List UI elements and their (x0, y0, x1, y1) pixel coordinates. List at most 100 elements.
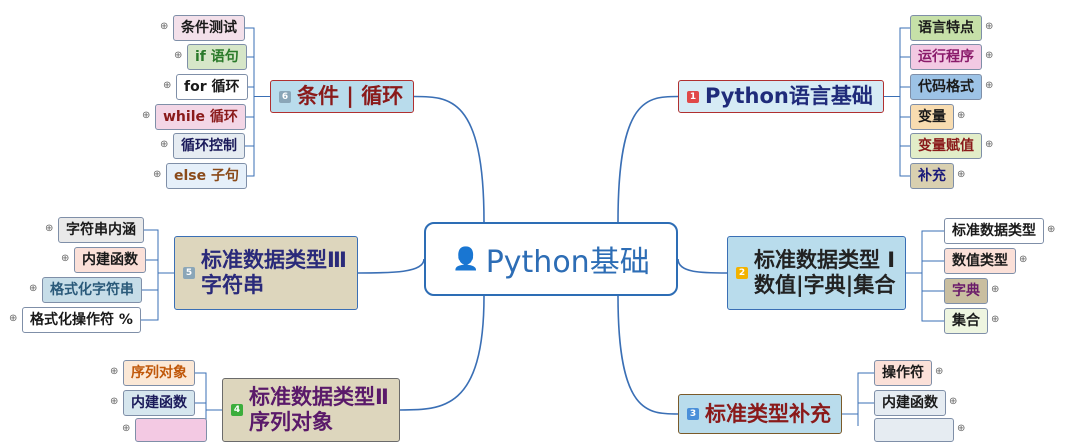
topic-standard-types-1[interactable]: 2 标准数据类型 I 数值|字典|集合 (727, 236, 907, 310)
topic-line: 标准数据类型Ⅲ (201, 248, 347, 272)
topic-connector (413, 95, 485, 223)
leaf-connector (921, 273, 944, 322)
number-badge-4: 4 (231, 404, 243, 416)
leaf-connector (195, 402, 207, 410)
leaf-connector (247, 96, 255, 177)
leaf-connector (899, 96, 910, 147)
topic-connector (677, 258, 728, 274)
leaf-run-program[interactable]: 运行程序 (910, 44, 982, 70)
expand-icon[interactable]: ⊕ (1019, 254, 1028, 265)
leaf-variable[interactable]: 变量 (910, 104, 954, 130)
number-badge-1: 1 (687, 90, 699, 103)
expand-icon[interactable]: ⊕ (9, 313, 18, 324)
leaf-string-content[interactable]: 字符串内涵 (58, 217, 144, 243)
leaf-connector (146, 259, 159, 273)
topic-line: 标准类型补充 (705, 401, 831, 426)
leaf-connector (899, 27, 910, 97)
leaf-connector (899, 56, 910, 97)
leaf-set[interactable]: 集合 (944, 308, 988, 334)
leaf-code-format[interactable]: 代码格式 (910, 74, 982, 100)
person-icon: 👤 (452, 246, 480, 272)
topic-line: 条件 | 循环 (297, 84, 404, 108)
expand-icon[interactable]: ⊕ (949, 396, 958, 407)
expand-icon[interactable]: ⊕ (45, 223, 54, 234)
leaf-connector (247, 56, 255, 97)
leaf-else-clause[interactable]: else 子句 (166, 163, 247, 189)
expand-icon[interactable]: ⊕ (153, 169, 162, 180)
topic-connector (357, 258, 425, 274)
leaf-connector (141, 273, 159, 321)
expand-icon[interactable]: ⊕ (957, 169, 966, 180)
topic-python-basics[interactable]: 1 Python语言基础 (678, 80, 884, 113)
leaf-format-operator[interactable]: 格式化操作符 % (22, 307, 141, 333)
leaf-connector (921, 273, 944, 292)
topic-line: 序列对象 (249, 410, 333, 434)
expand-icon[interactable]: ⊕ (61, 253, 70, 264)
topic-standard-types-2[interactable]: 4 标准数据类型Ⅱ 序列对象 (222, 378, 400, 442)
leaf-for-loop[interactable]: for 循环 (176, 74, 248, 100)
central-topic[interactable]: 👤 Python基础 (424, 222, 678, 296)
expand-icon[interactable]: ⊕ (985, 21, 994, 32)
leaf-condition-test[interactable]: 条件测试 (173, 15, 245, 41)
expand-icon[interactable]: ⊕ (985, 50, 994, 61)
topic-line: 字符串 (201, 273, 264, 297)
leaf-language-features[interactable]: 语言特点 (910, 15, 982, 41)
expand-icon[interactable]: ⊕ (160, 21, 169, 32)
leaf-operators[interactable]: 操作符 (874, 360, 932, 386)
expand-icon[interactable]: ⊕ (110, 366, 119, 377)
leaf-connector (195, 372, 207, 410)
topic-connector (617, 295, 679, 415)
leaf-variable-assign[interactable]: 变量赋值 (910, 133, 982, 159)
leaf-numeric-types[interactable]: 数值类型 (944, 248, 1016, 274)
leaf-connector (245, 96, 255, 147)
leaf-connector (921, 260, 944, 273)
leaf-connector (857, 414, 859, 426)
expand-icon[interactable]: ⊕ (935, 366, 944, 377)
expand-icon[interactable]: ⊕ (991, 284, 1000, 295)
expand-icon[interactable]: ⊕ (985, 139, 994, 150)
leaf-dict[interactable]: 字典 (944, 278, 988, 304)
leaf-connector (857, 402, 874, 414)
leaf-supplement[interactable]: 补充 (910, 163, 954, 189)
leaf-cut-off[interactable] (874, 418, 954, 442)
leaf-connector (921, 230, 944, 273)
leaf-cut-off[interactable] (135, 418, 207, 442)
leaf-connector (205, 410, 207, 426)
leaf-connector (246, 96, 255, 118)
expand-icon[interactable]: ⊕ (160, 139, 169, 150)
topic-line: Python语言基础 (705, 84, 873, 108)
leaf-format-string[interactable]: 格式化字符串 (42, 277, 142, 303)
leaf-builtin-functions[interactable]: 内建函数 (874, 390, 946, 416)
number-badge-6: 6 (279, 90, 291, 103)
expand-icon[interactable]: ⊕ (163, 80, 172, 91)
expand-icon[interactable]: ⊕ (29, 283, 38, 294)
expand-icon[interactable]: ⊕ (174, 50, 183, 61)
topic-standard-types-3[interactable]: 5 标准数据类型Ⅲ 字符串 (174, 236, 358, 310)
topic-line: 数值|字典|集合 (754, 273, 896, 297)
topic-connector (617, 95, 679, 223)
topic-type-supplement[interactable]: 3 标准类型补充 (678, 394, 842, 434)
leaf-if-statement[interactable]: if 语句 (187, 44, 247, 70)
leaf-while-loop[interactable]: while 循环 (155, 104, 246, 130)
expand-icon[interactable]: ⊕ (985, 80, 994, 91)
topic-line: 标准数据类型Ⅱ (249, 385, 389, 409)
expand-icon[interactable]: ⊕ (142, 110, 151, 121)
leaf-standard-types[interactable]: 标准数据类型 (944, 218, 1044, 244)
central-label: Python基础 (485, 245, 650, 280)
leaf-connector (899, 96, 910, 177)
expand-icon[interactable]: ⊕ (110, 396, 119, 407)
number-badge-3: 3 (687, 408, 699, 420)
expand-icon[interactable]: ⊕ (991, 314, 1000, 325)
expand-icon[interactable]: ⊕ (957, 110, 966, 121)
leaf-builtin-functions[interactable]: 内建函数 (74, 247, 146, 273)
topic-condition-loop[interactable]: 6 条件 | 循环 (270, 80, 415, 113)
leaf-connector (248, 86, 255, 97)
number-badge-5: 5 (183, 267, 195, 279)
leaf-connector (857, 372, 874, 414)
leaf-loop-control[interactable]: 循环控制 (173, 133, 245, 159)
leaf-sequence-objects[interactable]: 序列对象 (123, 360, 195, 386)
connector-lines (141, 27, 944, 426)
leaf-connector (899, 86, 910, 97)
leaf-builtin-functions[interactable]: 内建函数 (123, 390, 195, 416)
expand-icon[interactable]: ⊕ (1047, 224, 1056, 235)
